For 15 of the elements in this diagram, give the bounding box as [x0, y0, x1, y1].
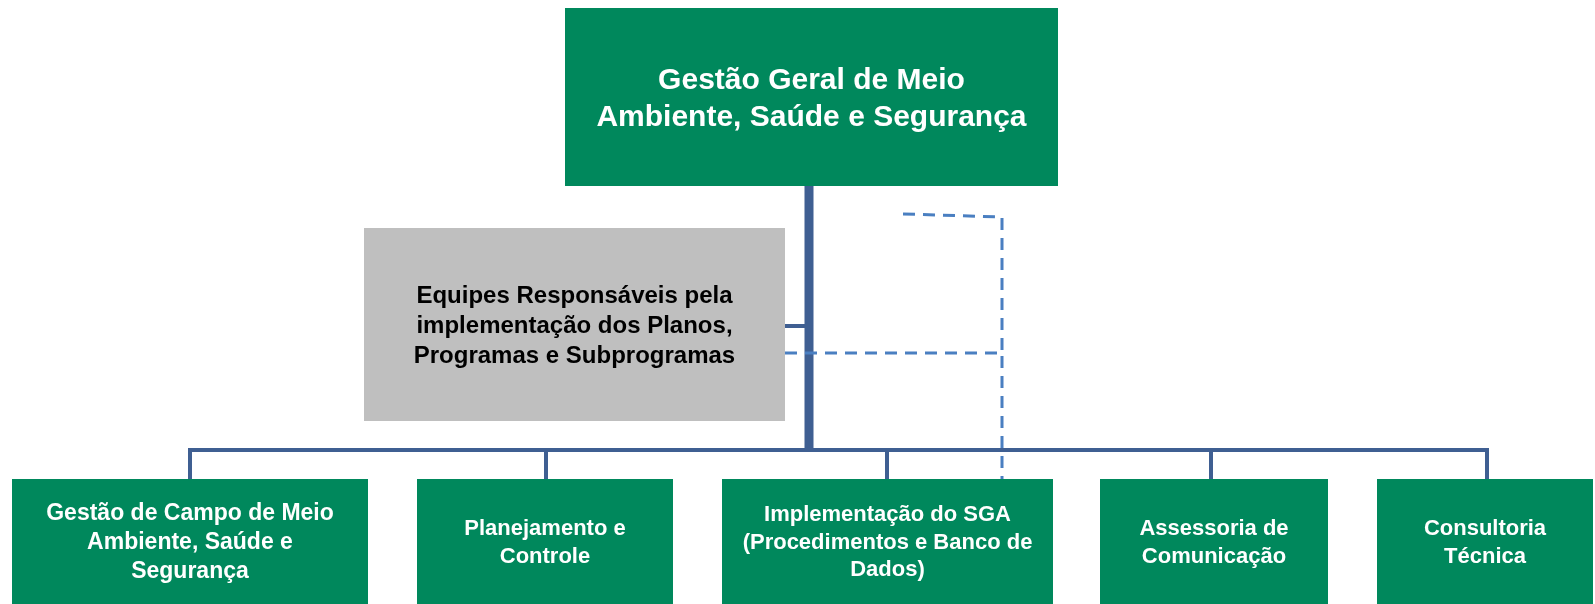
org-unit-box	[565, 8, 1058, 186]
unit-label: Gestão de Campo de Meio Ambiente, Saúde e Segurança	[45, 498, 335, 585]
unit-label: Implementação do SGA (Procedimentos e Banco de Dados)	[741, 500, 1034, 583]
org-unit-box	[722, 479, 1053, 604]
unit-label: Equipes Responsáveis pela implementação dos Planos, Programas e Subprogramas	[412, 279, 737, 370]
dashed-connector	[785, 351, 1004, 479]
unit-label: Planejamento e Controle	[463, 514, 627, 569]
org-unit-box	[1100, 479, 1328, 604]
org-unit-box	[12, 479, 368, 604]
team-box	[364, 228, 785, 421]
org-unit-box	[1377, 479, 1593, 604]
org-unit-box	[417, 479, 673, 604]
unit-label: Gestão Geral de Meio Ambiente, Saúde e Segurança	[595, 60, 1028, 134]
unit-label: Consultoria Técnica	[1422, 514, 1548, 569]
unit-label: Assessoria de Comunicação	[1138, 514, 1290, 569]
